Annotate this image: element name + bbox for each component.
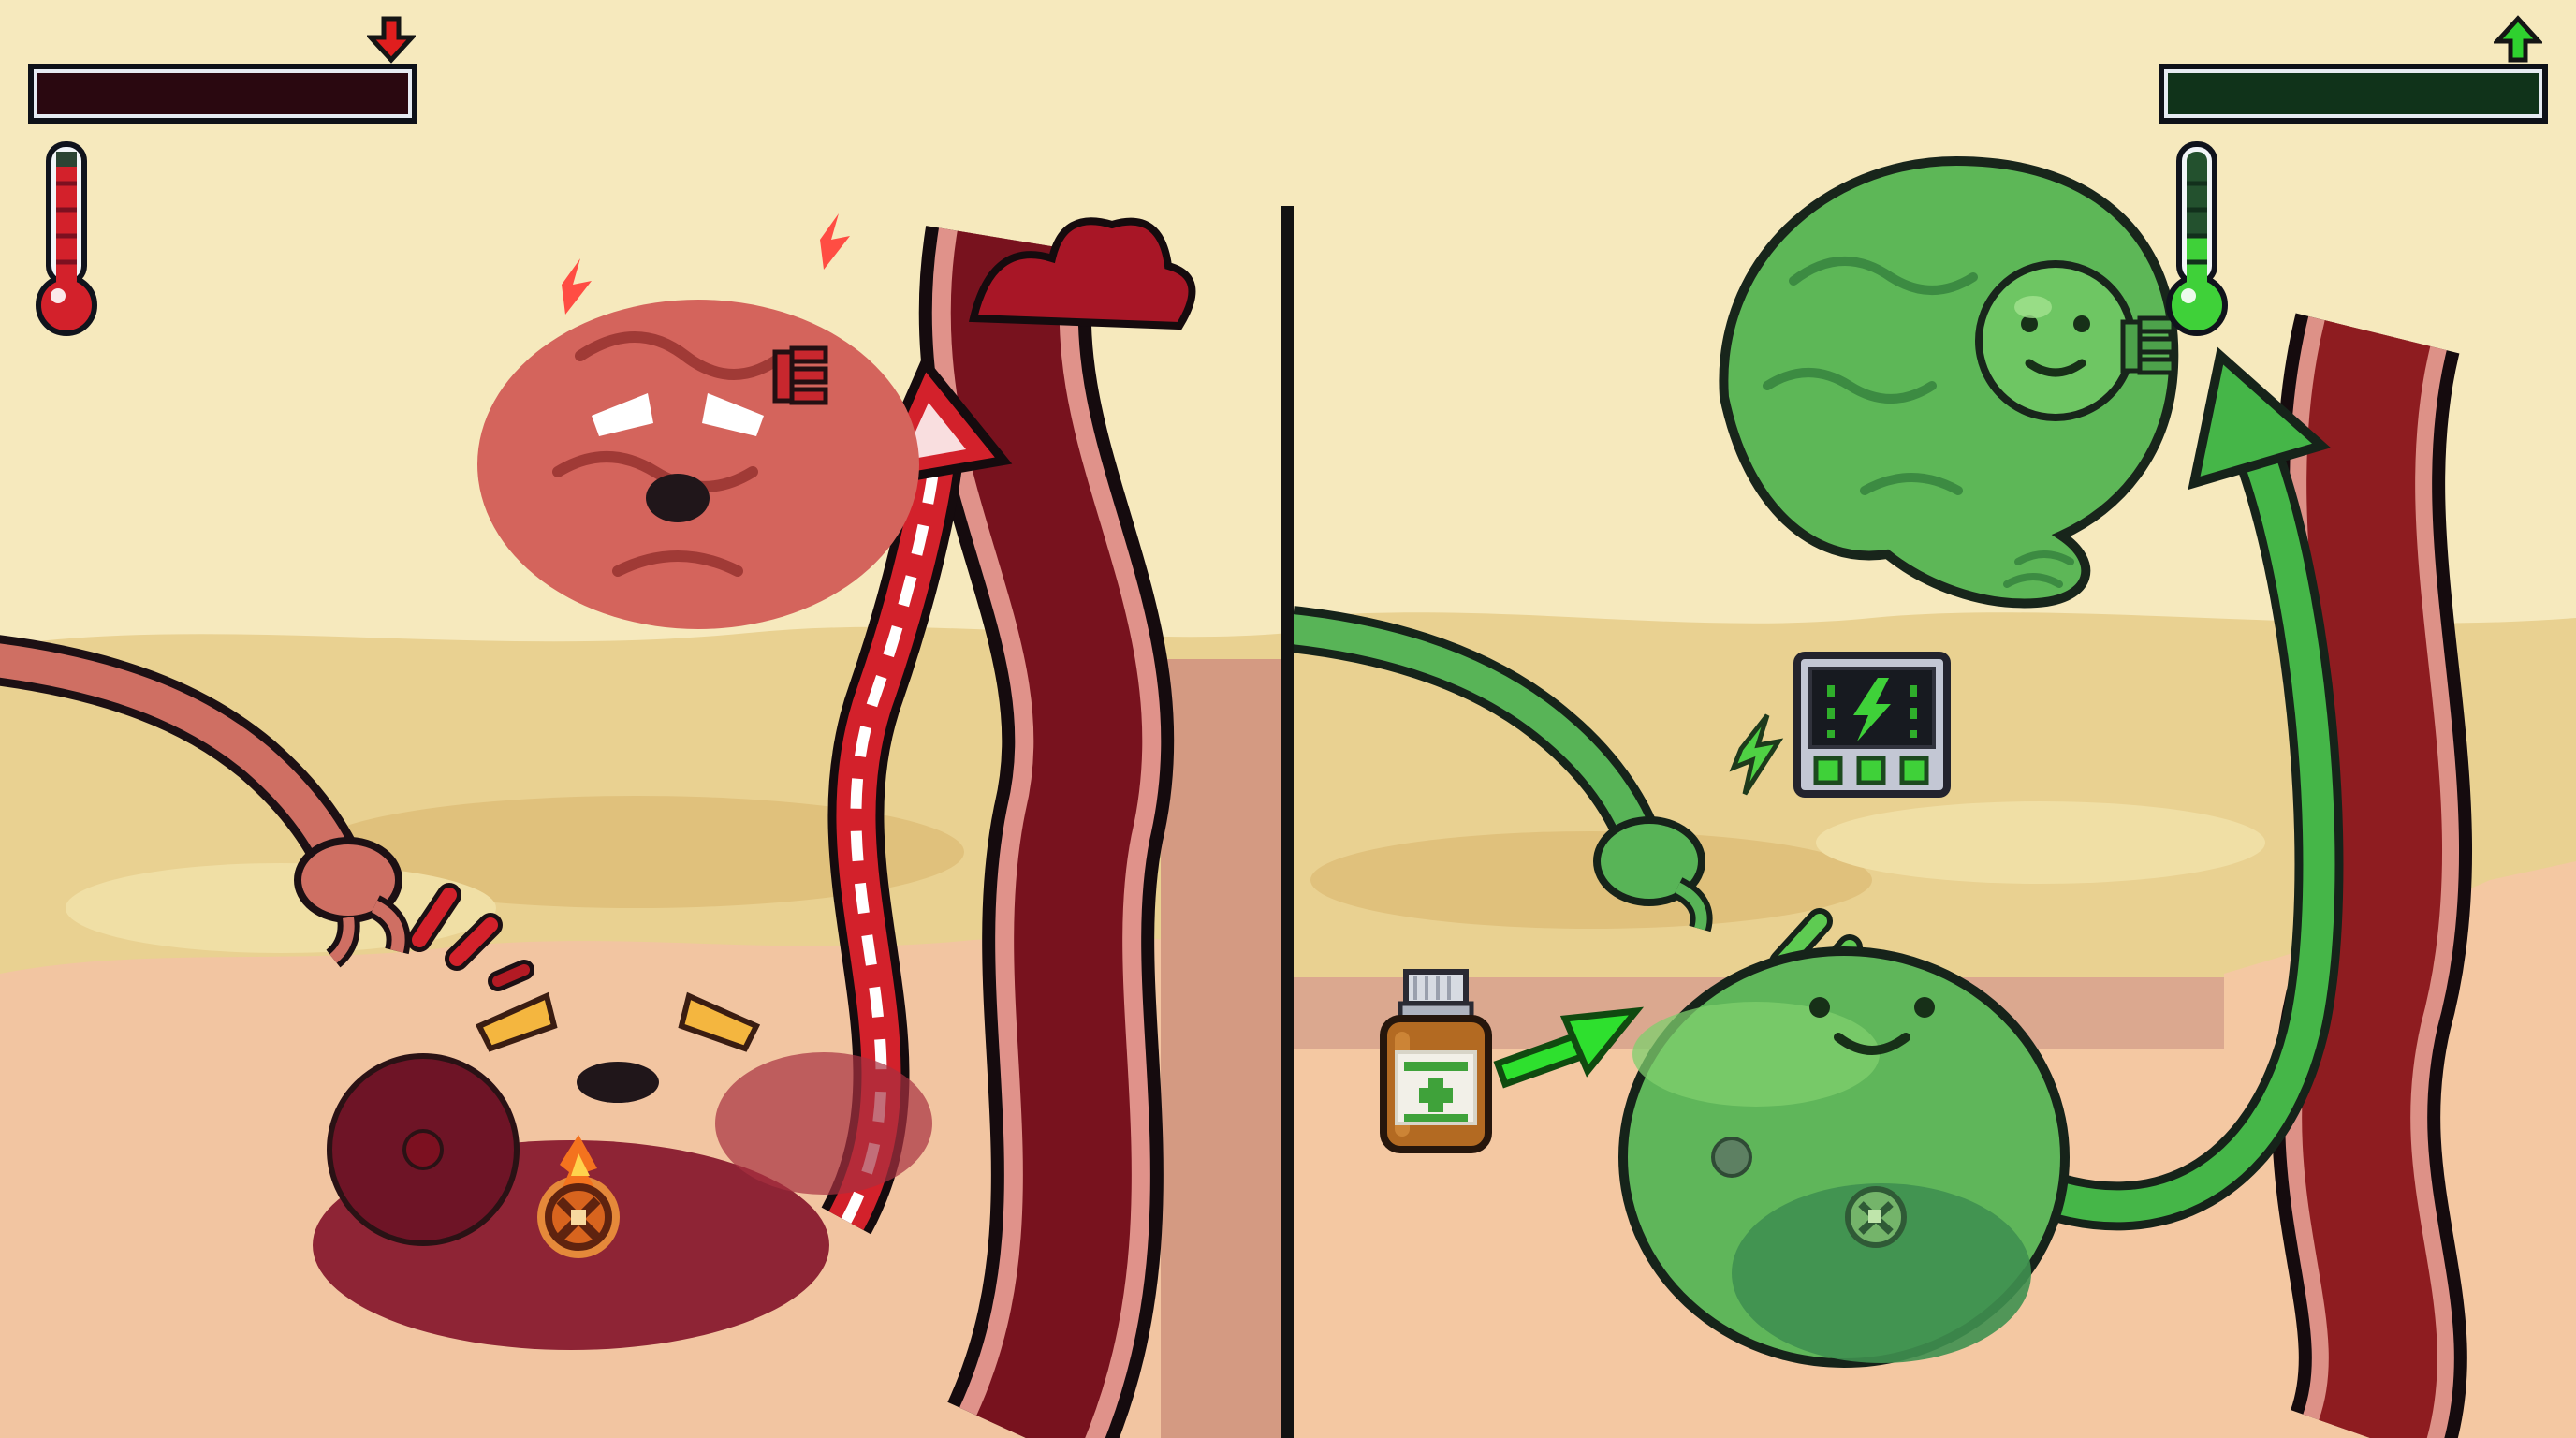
angry-eye-right [678, 991, 761, 1052]
up-arrow-icon [2494, 15, 2542, 63]
left-a7nachr-receptor-icon [407, 883, 534, 991]
stress-spark [820, 213, 850, 270]
left-brain-health-bar [28, 64, 417, 124]
green-lightning-icon [1729, 713, 1784, 796]
smiley-eye-left [1809, 997, 1830, 1018]
down-arrow-icon [367, 16, 416, 64]
nlrp3-vortex-icon [327, 1053, 520, 1246]
right-healthy-brain [1719, 155, 2179, 609]
optogenetic-stimulator-device-icon [1793, 652, 1951, 798]
calm-microglia-icon [1975, 260, 2136, 421]
left-macrophage [313, 991, 932, 1350]
right-afferent-arrow [2008, 346, 2344, 1231]
right-vagal-neuron [1289, 606, 1713, 932]
inactive-nfkb-emblem-icon [1845, 1186, 1907, 1248]
drug-action-arrow-icon [1493, 1006, 1645, 1089]
left-tlr4-receptor-icon [772, 345, 828, 405]
right-thermometer-icon [2166, 141, 2228, 336]
panel-divider [1281, 206, 1294, 1438]
right-blood-vessel [2272, 313, 2472, 1438]
right-macrophage [1618, 946, 2070, 1368]
inactive-nlrp3-gear-icon [1711, 1137, 1752, 1178]
angry-eye-left [475, 991, 558, 1052]
vessel-rupture-splash [968, 217, 1196, 330]
left-vagal-neuron [0, 635, 411, 968]
right-tlr4-receptor-icon [2120, 315, 2176, 375]
left-inflamed-brain [477, 213, 919, 629]
smiley-eye-right [1914, 997, 1935, 1018]
frown-mouth [577, 1062, 659, 1103]
bolt-on-screen-icon [1853, 678, 1891, 741]
pnu-drug-bottle-icon [1380, 969, 1492, 1153]
left-blood-vessel [918, 217, 1196, 1438]
smile-mouth [1834, 1033, 1910, 1055]
nfkb-flame-emblem-icon [537, 1135, 620, 1258]
left-thermometer-icon [36, 141, 97, 336]
angry-microglia-icon [592, 393, 764, 522]
stress-spark [562, 258, 592, 315]
right-brain-health-bar [2159, 64, 2548, 124]
